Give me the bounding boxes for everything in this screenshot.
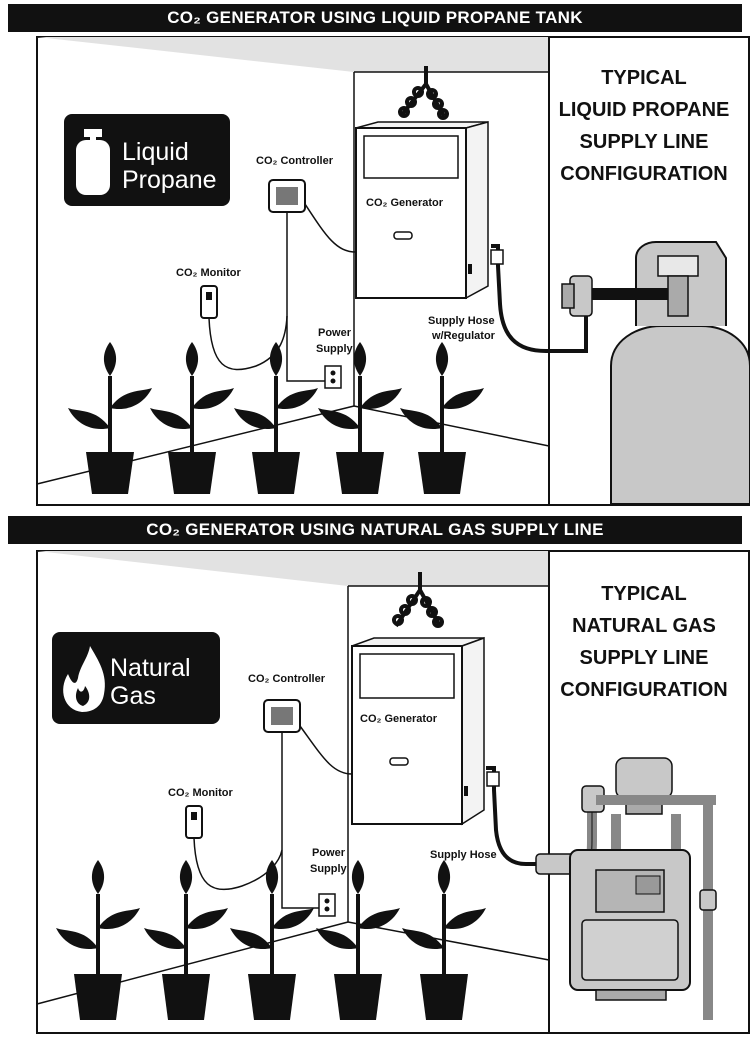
- outlet-icon: [324, 365, 342, 389]
- generator-label: CO₂ Generator: [366, 197, 444, 209]
- side-caption-4: CONFIGURATION: [560, 163, 727, 185]
- plant-icon: [56, 860, 140, 1020]
- badge-line1: Natural: [110, 654, 191, 682]
- side-caption-3: SUPPLY LINE: [580, 647, 709, 669]
- power-label-2: Supply: [316, 343, 354, 355]
- flame-icon: [63, 646, 105, 712]
- hose-label-1: Supply Hose: [428, 315, 495, 327]
- badge-line2: Gas: [110, 682, 156, 710]
- plant-icon: [150, 342, 234, 494]
- side-caption-1: TYPICAL: [601, 583, 687, 605]
- plant-icon: [402, 860, 486, 1020]
- power-label-1: Power: [312, 847, 346, 859]
- plant-icon: [230, 860, 314, 1020]
- chain-icon: [398, 66, 449, 120]
- plant-icon: [316, 860, 400, 1020]
- plant-icon: [68, 342, 152, 494]
- co2-controller: [268, 179, 306, 213]
- hose-label: Supply Hose: [430, 849, 497, 861]
- co2-monitor: [200, 285, 218, 319]
- outlet-icon: [318, 893, 336, 917]
- side-caption-2: NATURAL GAS: [572, 615, 716, 637]
- ceiling: [37, 37, 549, 72]
- side-caption-1: TYPICAL: [601, 67, 687, 89]
- propane-tank: [561, 241, 750, 505]
- natural-gas-diagram: Natural Gas CO₂ Generator CO₂ Controller…: [36, 550, 750, 1034]
- plant-icon: [318, 342, 402, 494]
- monitor-label: CO₂ Monitor: [168, 787, 233, 799]
- generator-label: CO₂ Generator: [360, 713, 438, 725]
- co2-controller: [263, 699, 301, 733]
- power-label-1: Power: [318, 327, 352, 339]
- co2-generator: [355, 121, 489, 300]
- chain-icon: [392, 572, 444, 628]
- liquid-propane-badge: Liquid Propane: [64, 114, 230, 206]
- propane-diagram: Liquid Propane CO₂ Generator CO₂ Control…: [36, 36, 750, 506]
- plant-icon: [400, 342, 484, 494]
- plant-icon: [144, 860, 228, 1020]
- side-caption-3: SUPPLY LINE: [580, 131, 709, 153]
- natural-gas-badge: Natural Gas: [52, 632, 220, 724]
- controller-label: CO₂ Controller: [256, 155, 334, 167]
- controller-label: CO₂ Controller: [248, 673, 326, 685]
- top-section-title: CO₂ GENERATOR USING LIQUID PROPANE TANK: [8, 4, 742, 32]
- side-caption-2: LIQUID PROPANE: [559, 99, 730, 121]
- co2-monitor: [185, 805, 203, 839]
- gas-meter: [535, 757, 717, 1020]
- co2-generator: [351, 636, 485, 826]
- badge-line2: Propane: [122, 166, 217, 194]
- plants-row: [68, 342, 484, 494]
- propane-tank-icon: [76, 129, 110, 195]
- bottom-section-title: CO₂ GENERATOR USING NATURAL GAS SUPPLY L…: [8, 516, 742, 544]
- plants-row: [56, 860, 486, 1020]
- side-caption-4: CONFIGURATION: [560, 679, 727, 701]
- badge-line1: Liquid: [122, 138, 189, 166]
- power-label-2: Supply: [310, 863, 348, 875]
- plant-icon: [234, 342, 318, 494]
- hose-label-2: w/Regulator: [431, 330, 496, 342]
- monitor-label: CO₂ Monitor: [176, 267, 241, 279]
